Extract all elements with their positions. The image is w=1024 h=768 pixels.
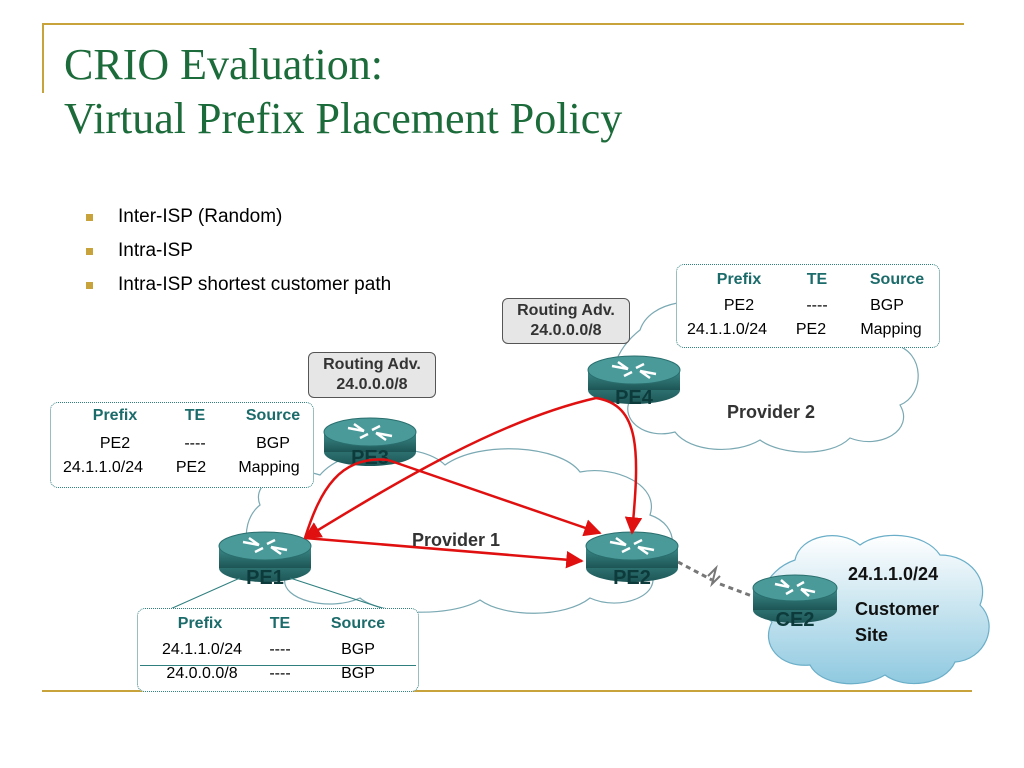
router-label: PE2 bbox=[613, 567, 651, 589]
path-pe1-pe3 bbox=[303, 458, 389, 539]
pe2-ce2-link bbox=[719, 582, 753, 598]
customer-site-label-line2: Site bbox=[855, 625, 889, 645]
table-row: 24.1.1.0/24 PE2 Mapping bbox=[677, 321, 939, 345]
bottom-rule bbox=[42, 690, 972, 692]
routing-adv-callout-pe3: Routing Adv. 24.0.0.0/8 bbox=[308, 352, 436, 398]
table-header: Prefix bbox=[92, 407, 138, 424]
table-header: TE bbox=[184, 407, 206, 424]
table-header-row: Prefix TE Source bbox=[677, 271, 939, 295]
table-cell: 24.0.0.0/8 bbox=[166, 665, 238, 682]
table-cell: 24.1.1.0/24 bbox=[62, 459, 144, 476]
router-label: PE4 bbox=[615, 387, 654, 409]
link-break-icon bbox=[707, 564, 721, 588]
pe3-prefix-table: Prefix TE Source PE2 ---- BGP 24.1.1.0/2… bbox=[50, 402, 314, 488]
table-cell: 24.1.1.0/24 bbox=[161, 641, 243, 658]
bullet-list: Inter-ISP (Random) Intra-ISP Intra-ISP s… bbox=[84, 200, 391, 302]
provider1-label: Provider 1 bbox=[412, 530, 501, 550]
table-row: 24.1.1.0/24 ---- BGP bbox=[138, 641, 418, 665]
router-pe2: PE2 bbox=[585, 531, 679, 589]
table-cell: ---- bbox=[269, 641, 291, 658]
router-label: CE2 bbox=[776, 609, 815, 631]
table-cell: BGP bbox=[341, 641, 375, 658]
table-row: PE2 ---- BGP bbox=[51, 435, 313, 459]
table-header: Source bbox=[245, 407, 301, 424]
provider2-label: Provider 2 bbox=[727, 402, 816, 422]
table-cell: PE2 bbox=[723, 297, 755, 314]
router-label: PE1 bbox=[246, 567, 284, 589]
table-cell: Mapping bbox=[860, 321, 922, 338]
table-cell: PE2 bbox=[175, 459, 207, 476]
routing-adv-callout-pe4: Routing Adv. 24.0.0.0/8 bbox=[502, 298, 630, 344]
table-row: PE2 ---- BGP bbox=[677, 297, 939, 321]
table-cell: PE2 bbox=[795, 321, 827, 338]
customer-prefix-label: 24.1.1.0/24 bbox=[848, 564, 939, 584]
table-row: 24.0.0.0/8 ---- BGP bbox=[138, 665, 418, 689]
table-cell: ---- bbox=[184, 435, 206, 452]
router-pe1: PE1 bbox=[218, 531, 312, 589]
table-connector bbox=[167, 577, 241, 611]
table-cell: ---- bbox=[806, 297, 828, 314]
table-header-row: Prefix TE Source bbox=[138, 615, 418, 639]
path-pe4-pe2 bbox=[595, 396, 643, 535]
callout-line: 24.0.0.0/8 bbox=[336, 376, 408, 393]
callout-line: 24.0.0.0/8 bbox=[530, 322, 602, 339]
customer-site-label-line1: Customer bbox=[855, 599, 940, 619]
table-cell: BGP bbox=[870, 297, 904, 314]
router-ce2: CE2 bbox=[752, 574, 838, 631]
callout-line: Routing Adv. bbox=[517, 302, 615, 319]
left-rule bbox=[42, 23, 44, 93]
table-header: Prefix bbox=[716, 271, 762, 288]
title-line-2: Virtual Prefix Placement Policy bbox=[64, 94, 623, 143]
customer-site-cloud bbox=[760, 534, 990, 685]
table-cell: PE2 bbox=[99, 435, 131, 452]
path-pe4-pe1 bbox=[303, 396, 597, 540]
table-header: Source bbox=[330, 615, 386, 632]
router-pe3: PE3 bbox=[323, 417, 417, 469]
callout-line: Routing Adv. bbox=[323, 356, 421, 373]
table-header-row: Prefix TE Source bbox=[51, 407, 313, 431]
table-header: Prefix bbox=[177, 615, 223, 632]
table-cell: 24.1.1.0/24 bbox=[686, 321, 768, 338]
pe1-prefix-table: Prefix TE Source 24.1.1.0/24 ---- BGP 24… bbox=[137, 608, 419, 692]
table-header: TE bbox=[269, 615, 291, 632]
bullet-item: Intra-ISP shortest customer path bbox=[84, 268, 391, 302]
table-cell: ---- bbox=[269, 665, 291, 682]
pe2-ce2-link bbox=[677, 560, 713, 582]
table-cell: BGP bbox=[256, 435, 290, 452]
top-rule bbox=[42, 23, 964, 25]
router-pe4: PE4 bbox=[587, 355, 681, 409]
bullet-item: Inter-ISP (Random) bbox=[84, 200, 391, 234]
table-header: TE bbox=[806, 271, 828, 288]
pe4-prefix-table: Prefix TE Source PE2 ---- BGP 24.1.1.0/2… bbox=[676, 264, 940, 348]
table-header: Source bbox=[869, 271, 925, 288]
table-cell: BGP bbox=[341, 665, 375, 682]
table-row: 24.1.1.0/24 PE2 Mapping bbox=[51, 459, 313, 483]
table-connector bbox=[289, 577, 389, 611]
path-pe1-pe2 bbox=[304, 536, 584, 569]
bullet-item: Intra-ISP bbox=[84, 234, 391, 268]
router-label: PE3 bbox=[351, 447, 389, 469]
slide-title: CRIO Evaluation: Virtual Prefix Placemen… bbox=[64, 38, 622, 146]
path-pe3-pe2 bbox=[387, 458, 602, 537]
table-cell: Mapping bbox=[238, 459, 300, 476]
table-divider bbox=[140, 665, 416, 666]
title-line-1: CRIO Evaluation: bbox=[64, 40, 383, 89]
